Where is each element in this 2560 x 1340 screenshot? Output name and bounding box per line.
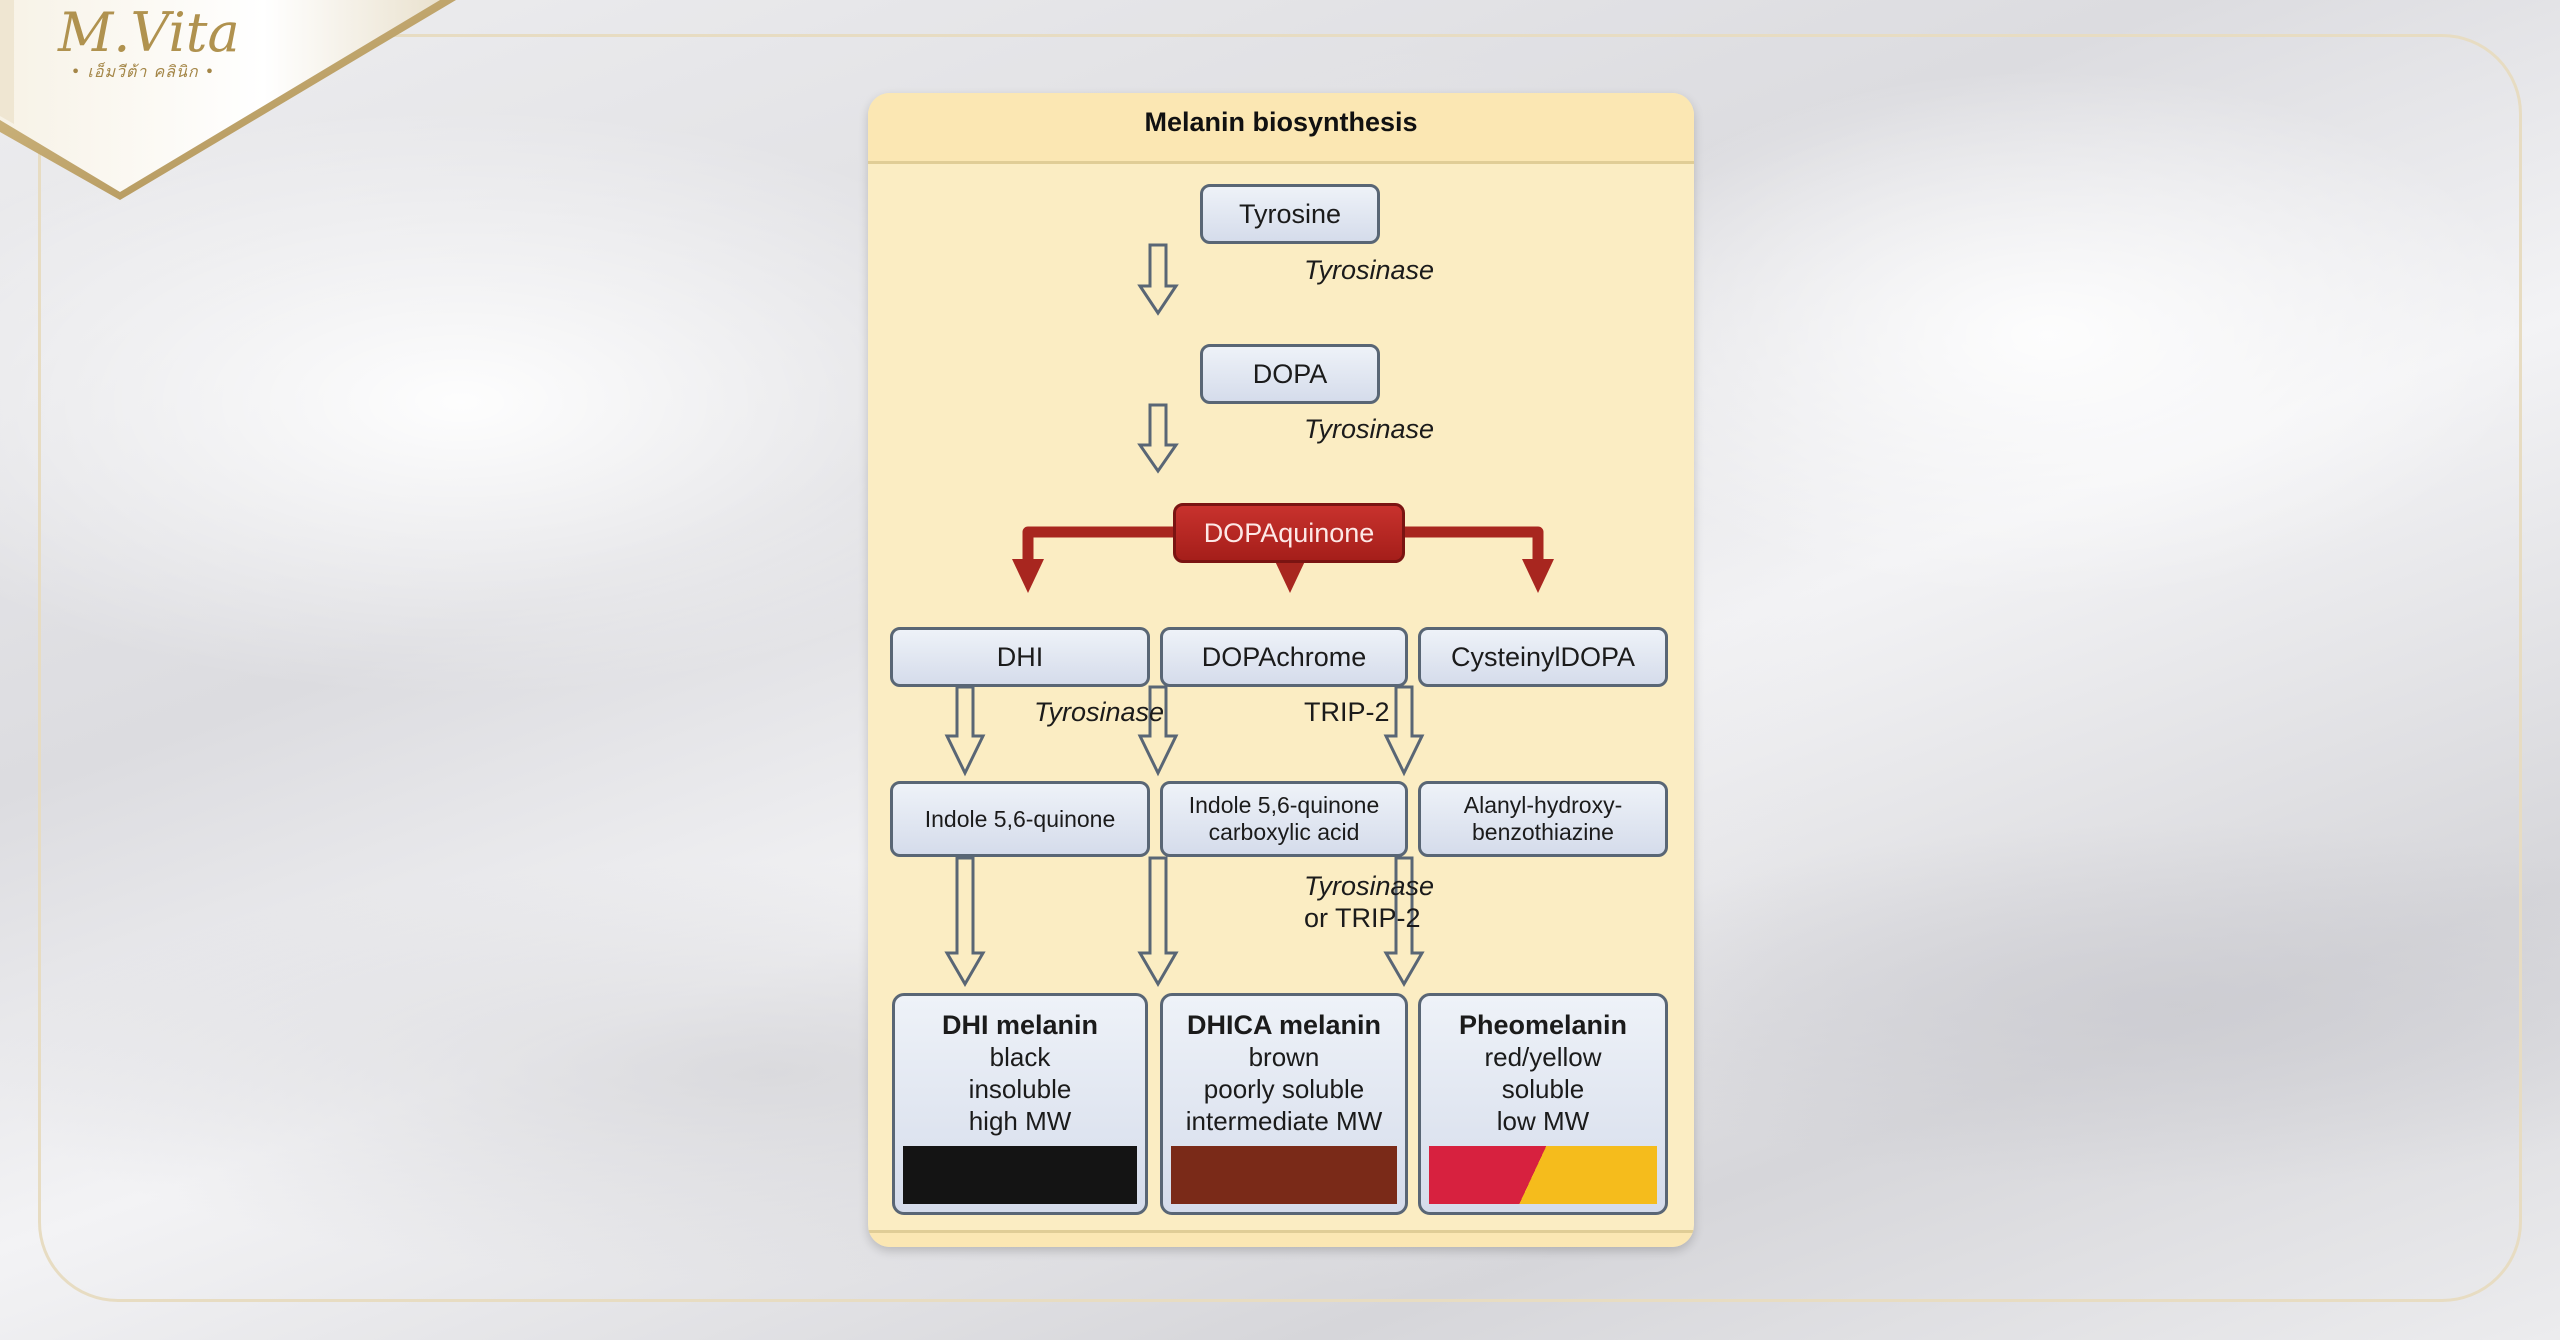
indole-ca-line-1: Indole 5,6-quinone xyxy=(1188,792,1380,818)
node-dopachrome: DOPAchrome xyxy=(1160,627,1408,687)
logo-ribbon xyxy=(0,0,456,200)
red-arrowhead-dopachrome xyxy=(1274,559,1306,593)
result-dhica-melanin: DHICA melanin brown poorly soluble inter… xyxy=(1160,993,1408,1215)
pathway-arrows xyxy=(944,243,1554,987)
result-title: DHICA melanin xyxy=(1186,1010,1382,1040)
decorative-frame xyxy=(38,34,2522,1302)
result-dhi-melanin: DHI melanin black insoluble high MW xyxy=(892,993,1148,1215)
node-dopa: DOPA xyxy=(1200,344,1380,404)
enzyme-label-2: Tyrosinase xyxy=(1304,414,1435,444)
arrow-indoleca-dhicamelanin xyxy=(1137,856,1179,987)
result-line: black xyxy=(989,1042,1051,1072)
red-arrow-to-dhi xyxy=(1022,526,1192,569)
result-line: soluble xyxy=(1501,1074,1585,1104)
red-arrowhead-dhi xyxy=(1012,559,1044,593)
enzyme-label-4: TRIP-2 xyxy=(1304,697,1390,727)
arrow-indole-dhimelanin xyxy=(944,856,986,987)
node-dopaquinone: DOPAquinone xyxy=(1173,503,1405,563)
diagram-title-bar: Melanin biosynthesis xyxy=(868,93,1694,164)
arrow-dopa-dopaquinone xyxy=(1137,403,1179,474)
melanin-diagram: Melanin biosynthesis xyxy=(868,93,1694,1247)
enzyme-label-1: Tyrosinase xyxy=(1304,255,1435,285)
logo-brand: M.Vita xyxy=(58,1,240,64)
arrow-cysteinyl-alanyl xyxy=(1383,685,1425,777)
result-line: poorly soluble xyxy=(1203,1074,1365,1104)
node-indole-quinone: Indole 5,6-quinone xyxy=(890,781,1150,857)
node-dhi: DHI xyxy=(890,627,1150,687)
enzyme-label-5a: Tyrosinase xyxy=(1304,871,1435,901)
arrow-dopachrome-indoleca xyxy=(1137,685,1179,777)
red-arrowhead-cysteinyl xyxy=(1522,559,1554,593)
node-cysteinyldopa: CysteinylDOPA xyxy=(1418,627,1668,687)
indole-ca-line-2: carboxylic acid xyxy=(1208,819,1360,845)
red-arrow-to-cysteinyl xyxy=(1384,526,1544,569)
result-line: red/yellow xyxy=(1484,1042,1602,1072)
enzyme-label-5b: or TRIP-2 xyxy=(1304,903,1421,933)
arrow-alanyl-pheomelanin xyxy=(1383,856,1425,987)
result-pheomelanin: Pheomelanin red/yellow soluble low MW xyxy=(1418,993,1668,1215)
color-swatch-black xyxy=(903,1146,1137,1204)
result-line: low MW xyxy=(1496,1106,1590,1136)
diagram-title: Melanin biosynthesis xyxy=(1144,107,1418,137)
result-title: DHI melanin xyxy=(941,1010,1099,1040)
diagram-bottom-strip xyxy=(868,1230,1694,1247)
node-indole-quinone-carboxylic: Indole 5,6-quinone carboxylic acid xyxy=(1160,781,1408,857)
alanyl-line-1: Alanyl-hydroxy- xyxy=(1463,792,1623,818)
result-line: insoluble xyxy=(968,1074,1072,1104)
enzyme-label-3: Tyrosinase xyxy=(1034,697,1165,727)
logo-text: M.Vita • เอ็มวีต้า คลินิก • xyxy=(58,1,240,85)
node-tyrosine: Tyrosine xyxy=(1200,184,1380,244)
arrow-dhi-indole xyxy=(944,685,986,777)
result-title: Pheomelanin xyxy=(1458,1010,1628,1040)
color-swatch-brown xyxy=(1171,1146,1397,1204)
result-line: intermediate MW xyxy=(1185,1106,1383,1136)
alanyl-line-2: benzothiazine xyxy=(1472,819,1614,845)
arrow-tyrosine-dopa xyxy=(1137,243,1179,316)
result-line: high MW xyxy=(968,1106,1072,1136)
clinic-logo: M.Vita • เอ็มวีต้า คลินิก • xyxy=(0,0,460,200)
color-swatch-red-yellow xyxy=(1429,1146,1657,1204)
logo-subtitle: • เอ็มวีต้า คลินิก • xyxy=(70,62,216,81)
result-line: brown xyxy=(1248,1042,1320,1072)
node-alanyl-benzothiazine: Alanyl-hydroxy- benzothiazine xyxy=(1418,781,1668,857)
